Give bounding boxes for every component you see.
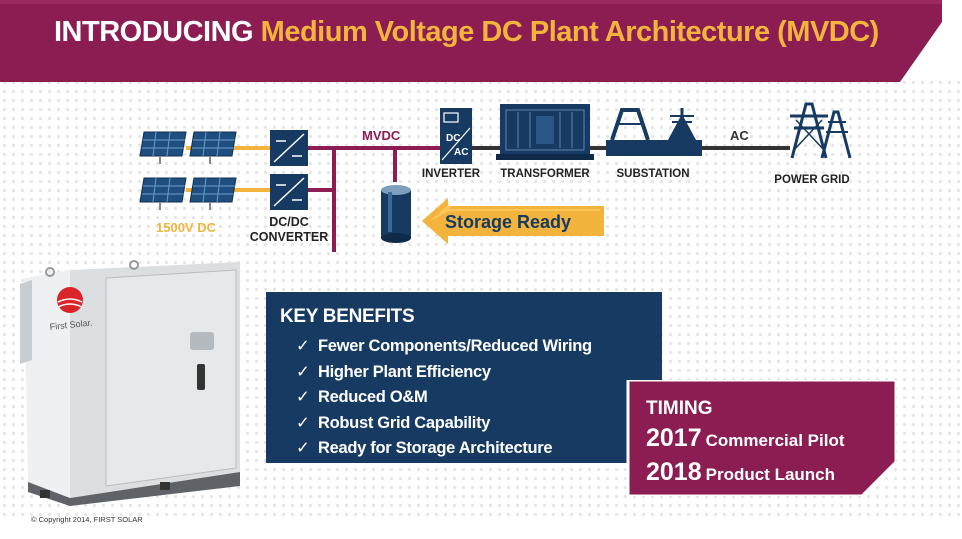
storage-ready-label: Storage Ready — [445, 212, 571, 232]
storage-ready-arrow — [422, 198, 604, 244]
mvdc-bus — [308, 146, 440, 252]
inverter-dc-label: DC — [446, 133, 460, 144]
timing-year: 2018 — [646, 458, 702, 486]
title-main: Medium Voltage DC Plant Architecture (MV… — [260, 16, 880, 48]
key-benefits-title: KEY BENEFITS — [280, 306, 415, 327]
battery-storage-icon — [381, 185, 411, 243]
timing-title: TIMING — [646, 398, 713, 419]
benefits-list: ✓ Fewer Components/Reduced Wiring ✓ Higher… — [296, 334, 592, 462]
checkmark-icon: ✓ — [296, 439, 310, 457]
banner-shape — [0, 0, 942, 82]
copyright-notice: © Copyright 2014, FIRST SOLAR — [31, 515, 143, 524]
checkmark-icon: ✓ — [296, 362, 310, 381]
inverter-icon — [440, 108, 472, 164]
architecture-diagram: 1500V DC DC/DC CONVERTER MVDC DC AC INVE… — [139, 102, 852, 252]
checkmark-icon: ✓ — [296, 337, 310, 355]
checkmark-icon: ✓ — [296, 388, 310, 406]
benefit-item: ✓ Reduced O&M — [296, 385, 592, 411]
transformer-label: TRANSFORMER — [500, 168, 590, 180]
key-benefits-panel: KEY BENEFITS ✓ Fewer Components/Reduced W… — [266, 292, 662, 463]
transformer-icon — [496, 104, 594, 160]
power-grid-tower-icon — [790, 102, 852, 159]
checkmark-icon: ✓ — [296, 413, 310, 432]
inverter-ac-label: AC — [454, 147, 468, 158]
benefit-text: Robust Grid Capability — [318, 413, 491, 432]
mvdc-cabinet-image: First Solar. — [20, 260, 240, 506]
substation-label: SUBSTATION — [616, 168, 689, 180]
title-prefix: INTRODUCING — [54, 16, 254, 48]
page-title: INTRODUCING Medium Voltage DC Plant Arch… — [54, 16, 879, 66]
substation-icon — [606, 108, 702, 156]
solar-panel-icon — [139, 131, 237, 210]
converter-label-line2: CONVERTER — [250, 230, 328, 244]
mvdc-label: MVDC — [362, 128, 401, 143]
pv-voltage-label: 1500V DC — [156, 220, 217, 235]
timing-box-shape — [626, 380, 896, 496]
benefit-item: ✓ Robust Grid Capability — [296, 411, 592, 437]
converter-label-line1: DC/DC — [269, 215, 309, 229]
timing-text: Commercial Pilot — [705, 431, 845, 450]
inverter-label: INVERTER — [422, 168, 481, 180]
ac-label: AC — [730, 128, 749, 143]
timing-text: Product Launch — [705, 465, 836, 484]
benefit-item: ✓ Fewer Components/Reduced Wiring — [296, 334, 592, 360]
benefit-text: Ready for Storage Architecture — [318, 439, 553, 457]
cabinet-brand-text: First Solar. — [49, 318, 93, 332]
power-grid-label: POWER GRID — [774, 174, 849, 186]
benefit-text: Higher Plant Efficiency — [318, 362, 491, 381]
dc-dc-converter-icon — [270, 130, 308, 210]
benefit-text: Reduced O&M — [318, 388, 428, 406]
benefit-item: ✓ Ready for Storage Architecture — [296, 436, 592, 462]
benefit-text: Fewer Components/Reduced Wiring — [318, 337, 592, 355]
benefit-item: ✓ Higher Plant Efficiency — [296, 360, 592, 386]
title-banner: INTRODUCING Medium Voltage DC Plant Arch… — [0, 0, 962, 82]
timing-year: 2017 — [646, 424, 702, 452]
